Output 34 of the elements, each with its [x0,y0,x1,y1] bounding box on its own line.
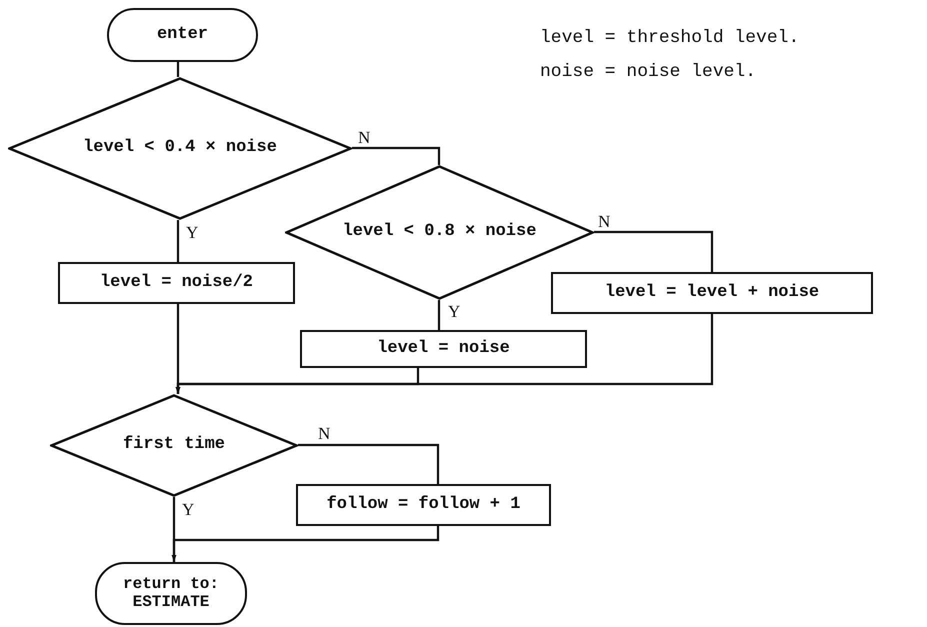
process-box [551,272,873,314]
decision-diamond [8,77,352,220]
node-text: level < 0.8 × noise [342,223,536,242]
note-text: level = threshold level. [540,28,800,48]
node-text: enter [156,26,208,44]
node-text: follow = follow + 1 [326,496,520,514]
connector-line [298,444,440,484]
arrow [176,314,714,394]
process-box [300,330,587,368]
terminal-shape [95,562,247,625]
edge-label: Y [186,223,198,243]
connector-line [352,146,440,165]
note-text: noise = noise level. [540,62,756,82]
edge-label: Y [448,302,460,322]
node-text: level = level + noise [604,284,820,302]
connector-line [594,230,714,272]
process-box [58,262,295,304]
node-text: level = noise [377,340,510,358]
process-box [296,484,551,526]
connector-line [438,300,440,330]
node-text: first time [122,436,226,455]
connector-line [176,62,180,77]
decision-diamond [285,165,594,300]
decision-diamond [50,394,298,497]
edge-label: N [318,424,330,444]
edge-label: N [358,128,370,148]
connector-line [176,220,180,262]
edge-label: Y [182,500,194,520]
node-text: level = noise/2 [100,274,254,292]
terminal-shape [107,8,258,62]
node-text: level < 0.4 × noise [83,139,277,158]
arrow [172,526,440,562]
node-text: return to: ESTIMATE [122,576,220,612]
edge-label: N [598,212,610,232]
